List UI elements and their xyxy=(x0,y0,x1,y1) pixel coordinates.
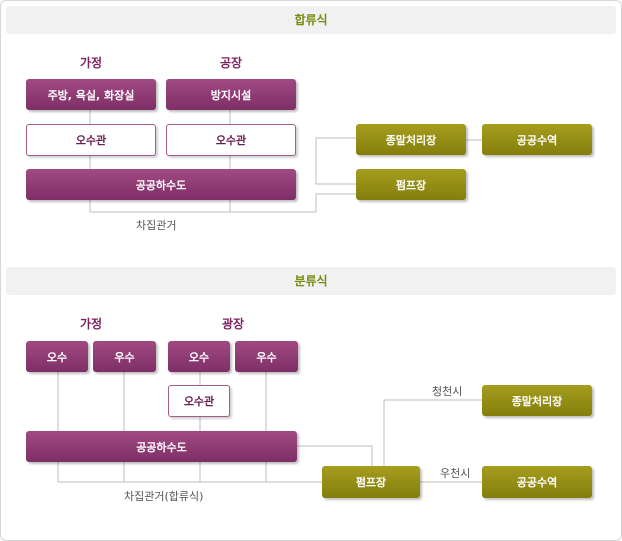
treatment-plant-box: 종말처리장 xyxy=(356,124,466,155)
connector-line xyxy=(383,399,482,466)
separate-title: 분류식 xyxy=(294,274,328,288)
sewage-box: 오수 xyxy=(168,341,230,372)
combined-title: 합류식 xyxy=(294,13,328,27)
public-waters-box: 공공수역 xyxy=(482,124,592,155)
public-sewer-box: 공공하수도 xyxy=(26,431,297,462)
factory-label: 공장 xyxy=(219,56,243,70)
prevention-facility-box: 방지시설 xyxy=(166,79,296,110)
separate-header: 분류식 xyxy=(6,267,616,295)
sewer-pipe-box: 오수관 xyxy=(168,385,230,417)
household-fixtures-box: 주방, 욕실, 화장실 xyxy=(26,79,156,110)
combined-header: 합류식 xyxy=(6,6,616,34)
treatment-plant-box: 종말처리장 xyxy=(482,385,592,416)
interceptor-label: 차집관거 xyxy=(136,219,177,232)
interceptor-label: 차집관거(합류식) xyxy=(124,490,204,503)
household-label: 가정 xyxy=(79,56,103,70)
clear-weather-label: 청천시 xyxy=(432,385,463,398)
sewer-pipe-box: 오수관 xyxy=(26,124,156,156)
rainwater-box: 우수 xyxy=(93,341,156,372)
household-label: 가정 xyxy=(79,317,103,331)
pump-station-box: 펌프장 xyxy=(322,466,420,498)
public-waters-box: 공공수역 xyxy=(482,466,592,498)
rainwater-box: 우수 xyxy=(235,341,298,372)
connector-line xyxy=(297,445,373,466)
rainy-weather-label: 우천시 xyxy=(440,467,471,480)
public-sewer-box: 공공하수도 xyxy=(26,169,296,200)
connector-line xyxy=(315,137,356,185)
sewage-box: 오수 xyxy=(26,341,88,372)
connector-line xyxy=(90,193,356,213)
plaza-label: 광장 xyxy=(221,317,245,331)
pump-station-box: 펌프장 xyxy=(356,169,466,200)
sewer-pipe-box: 오수관 xyxy=(166,124,296,156)
